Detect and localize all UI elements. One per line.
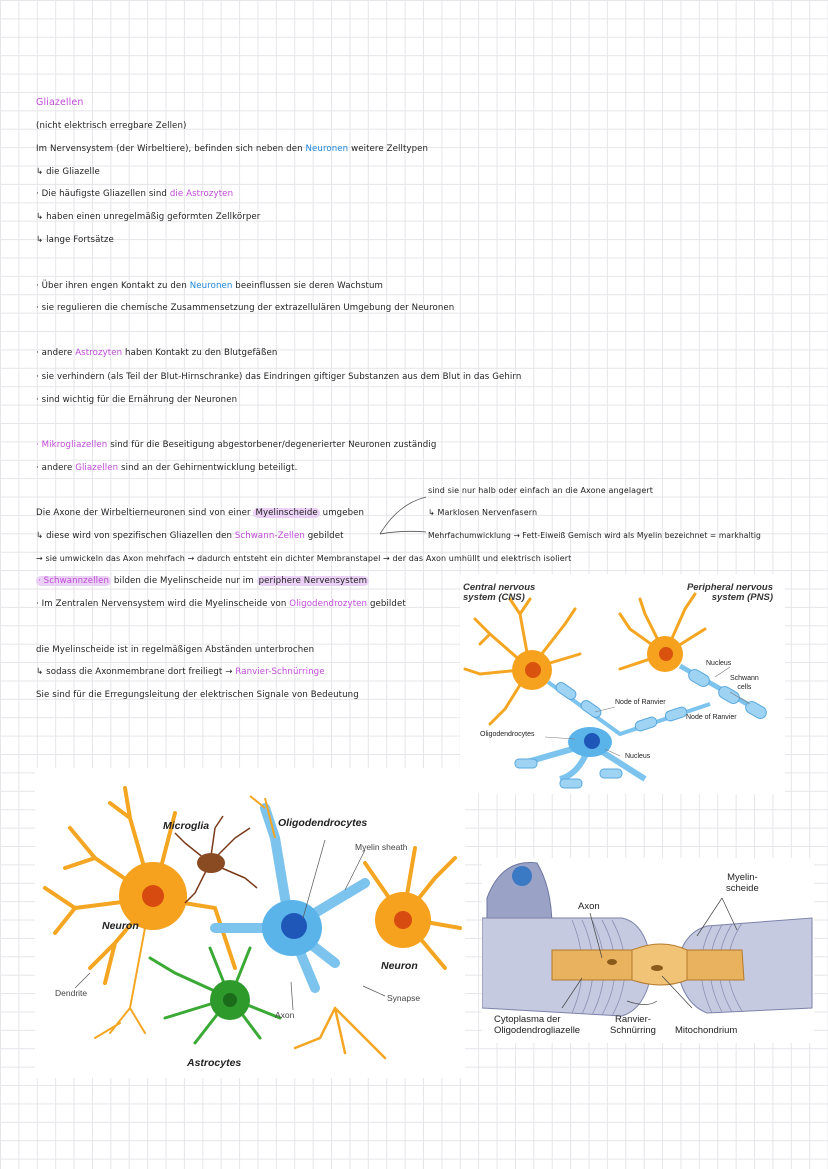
note-line: ↳ haben einen unregelmäßig geformten Zel… — [36, 212, 261, 222]
note-line: · sind wichtig für die Ernährung der Neu… — [36, 395, 238, 405]
heading-gliazellen: Gliazellen — [36, 97, 84, 108]
label-myelin-sheath: Myelin sheath — [355, 842, 408, 852]
label-axon: Axon — [275, 1010, 295, 1020]
label-nucleus-bottom: Nucleus — [625, 753, 651, 760]
label-nucleus-top: Nucleus — [706, 660, 732, 667]
note-line: die Myelinscheide ist in regelmäßigen Ab… — [36, 645, 315, 655]
note-line: Die Axone der Wirbeltierneuronen sind vo… — [36, 508, 365, 518]
note-line: Im Nervensystem (der Wirbeltiere), befin… — [36, 144, 429, 154]
note-line: ↳ diese wird von spezifischen Gliazellen… — [36, 531, 344, 541]
figure-glia: Microglia Oligodendrocytes Myelin sheath… — [35, 768, 465, 1078]
label-node-left: Node of Ranvier — [615, 699, 666, 706]
note-line: ↳ die Gliazelle — [36, 167, 100, 177]
label-neuron-left: Neuron — [102, 920, 139, 932]
label-myelinscheide: Myelin-scheide — [726, 872, 759, 894]
note-line: · Über ihren engen Kontakt zu den Neuron… — [36, 281, 384, 291]
note-line: · andere Astrozyten haben Kontakt zu den… — [36, 348, 278, 358]
label-oligodendrocytes: Oligodendrocytes — [480, 731, 535, 738]
label-dendrite: Dendrite — [55, 988, 88, 998]
label-synapse: Synapse — [387, 993, 421, 1003]
label-oligodendrocytes: Oligodendrocytes — [278, 817, 368, 829]
label-axon: Axon — [578, 901, 600, 912]
note-line: · Im Zentralen Nervensystem wird die Mye… — [36, 599, 406, 609]
note-line: · Mikrogliazellen sind für die Beseitigu… — [36, 440, 437, 450]
note-line: (nicht elektrisch erregbare Zellen) — [36, 121, 187, 131]
note-line: ↳ sodass die Axonmembrane dort freiliegt… — [36, 667, 325, 677]
side-note: Mehrfachumwicklung → Fett-Eiweiß Gemisch… — [428, 531, 761, 540]
note-line: · Schwannzellen bilden die Myelinscheide… — [36, 576, 370, 586]
ranvier-illustration — [481, 861, 813, 1017]
note-line: · sie regulieren die chemische Zusammens… — [36, 303, 455, 313]
label-ranvier-schnuerring: Ranvier-Schnürring — [610, 1014, 656, 1036]
bracket-arrows — [379, 496, 427, 535]
note-line: Sie sind für die Erregungsleitung der el… — [36, 690, 359, 700]
glia-illustration — [43, 786, 462, 1060]
note-line: · Die häufigste Gliazellen sind die Astr… — [36, 189, 234, 199]
side-note: ↳ Marklosen Nervenfasern — [428, 508, 538, 517]
label-node-right: Node of Ranvier — [686, 714, 737, 721]
label-neuron-right: Neuron — [381, 960, 418, 972]
note-line: → sie umwickeln das Axon mehrfach → dadu… — [36, 554, 572, 563]
cns-pns-illustration — [463, 592, 767, 789]
label-mitochondrium: Mitochondrium — [675, 1025, 738, 1036]
label-microglia: Microglia — [163, 820, 210, 832]
note-line: · andere Gliazellen sind an der Gehirnen… — [36, 463, 298, 473]
note-line: · sie verhindern (als Teil der Blut-Hirn… — [36, 372, 522, 382]
side-note: sind sie nur halb oder einfach an die Ax… — [428, 486, 653, 495]
note-line: ↳ lange Fortsätze — [36, 235, 114, 245]
label-astrocytes: Astrocytes — [187, 1057, 242, 1069]
